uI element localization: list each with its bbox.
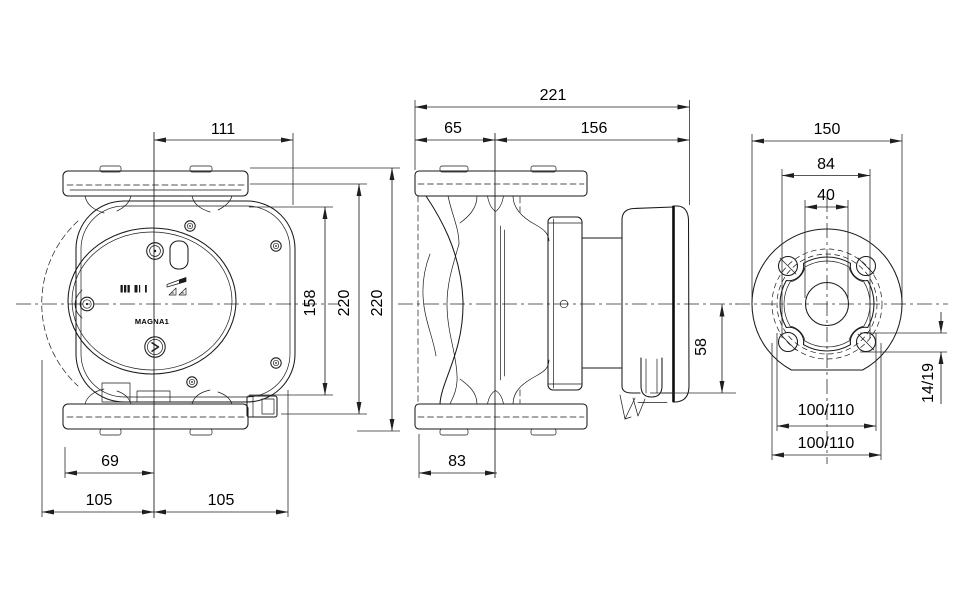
dim-label-side-base-width: 83 xyxy=(448,453,466,470)
bolt-circle-110 xyxy=(771,248,883,360)
product-label: MAGNA1 xyxy=(135,317,169,326)
dim-label-side-axis-to-box-bottom: 58 xyxy=(693,338,710,356)
vent-screw-icon xyxy=(559,299,569,309)
mounting-clips xyxy=(619,394,646,420)
pointer-flag-icon xyxy=(166,277,187,288)
flange-view: 150 84 40 14/19 100/110 100/110 xyxy=(735,121,948,464)
bolt-circle-100 xyxy=(776,253,878,355)
front-body xyxy=(67,200,296,403)
dim-label-front-top-width: 111 xyxy=(211,121,235,138)
dim-label-flange-bolt-circle-inner: 100/110 xyxy=(798,402,855,419)
dim-label-side-axis-to-back: 156 xyxy=(581,120,608,137)
dim-label-side-total-length: 221 xyxy=(540,87,567,104)
front-screws xyxy=(79,220,282,388)
dim-label-front-height-inner: 158 xyxy=(302,290,319,317)
side-view: 221 65 156 58 83 xyxy=(398,87,737,478)
bolt-holes xyxy=(777,255,877,353)
display-icons xyxy=(120,277,187,296)
dim-label-front-height-outer: 220 xyxy=(369,290,386,317)
dim-label-front-height-mid: 220 xyxy=(336,290,353,317)
side-top-flange xyxy=(414,165,588,197)
nameplate-slot xyxy=(169,240,189,270)
dim-label-front-bottom-left: 105 xyxy=(86,492,113,509)
push-button-icon xyxy=(144,336,166,358)
dim-label-flange-bolt-hole: 14/19 xyxy=(920,363,937,403)
dim-label-flange-bore: 40 xyxy=(817,187,835,204)
dim-label-front-bottom-right: 105 xyxy=(208,492,235,509)
housing-contour-inner xyxy=(783,260,871,348)
dim-label-flange-od: 150 xyxy=(814,121,841,138)
cable-plug xyxy=(637,357,668,403)
front-top-flange xyxy=(62,165,249,214)
dim-label-flange-pad-width: 84 xyxy=(817,156,835,173)
front-view: MAGNA1 111 158 220 220 xyxy=(16,121,400,518)
hidden-volute-arc xyxy=(41,220,79,387)
dim-label-side-flange-to-axis: 65 xyxy=(444,120,462,137)
motor-cylinder xyxy=(581,237,623,369)
flange-outline xyxy=(751,228,903,371)
side-bottom-flange xyxy=(414,403,588,436)
volute-casing xyxy=(422,195,550,405)
port-bore xyxy=(804,281,850,327)
warning-triangles-icon xyxy=(168,287,187,296)
stator-ring xyxy=(547,216,583,391)
led-bars-icon xyxy=(120,285,147,293)
front-bottom-flange xyxy=(62,382,249,436)
dim-label-front-bottom-inner: 69 xyxy=(101,453,119,470)
housing-contour-outer xyxy=(779,256,875,352)
dim-label-flange-bolt-circle-outer: 100/110 xyxy=(798,435,855,452)
terminal-connector xyxy=(246,395,278,418)
control-box xyxy=(619,205,690,420)
